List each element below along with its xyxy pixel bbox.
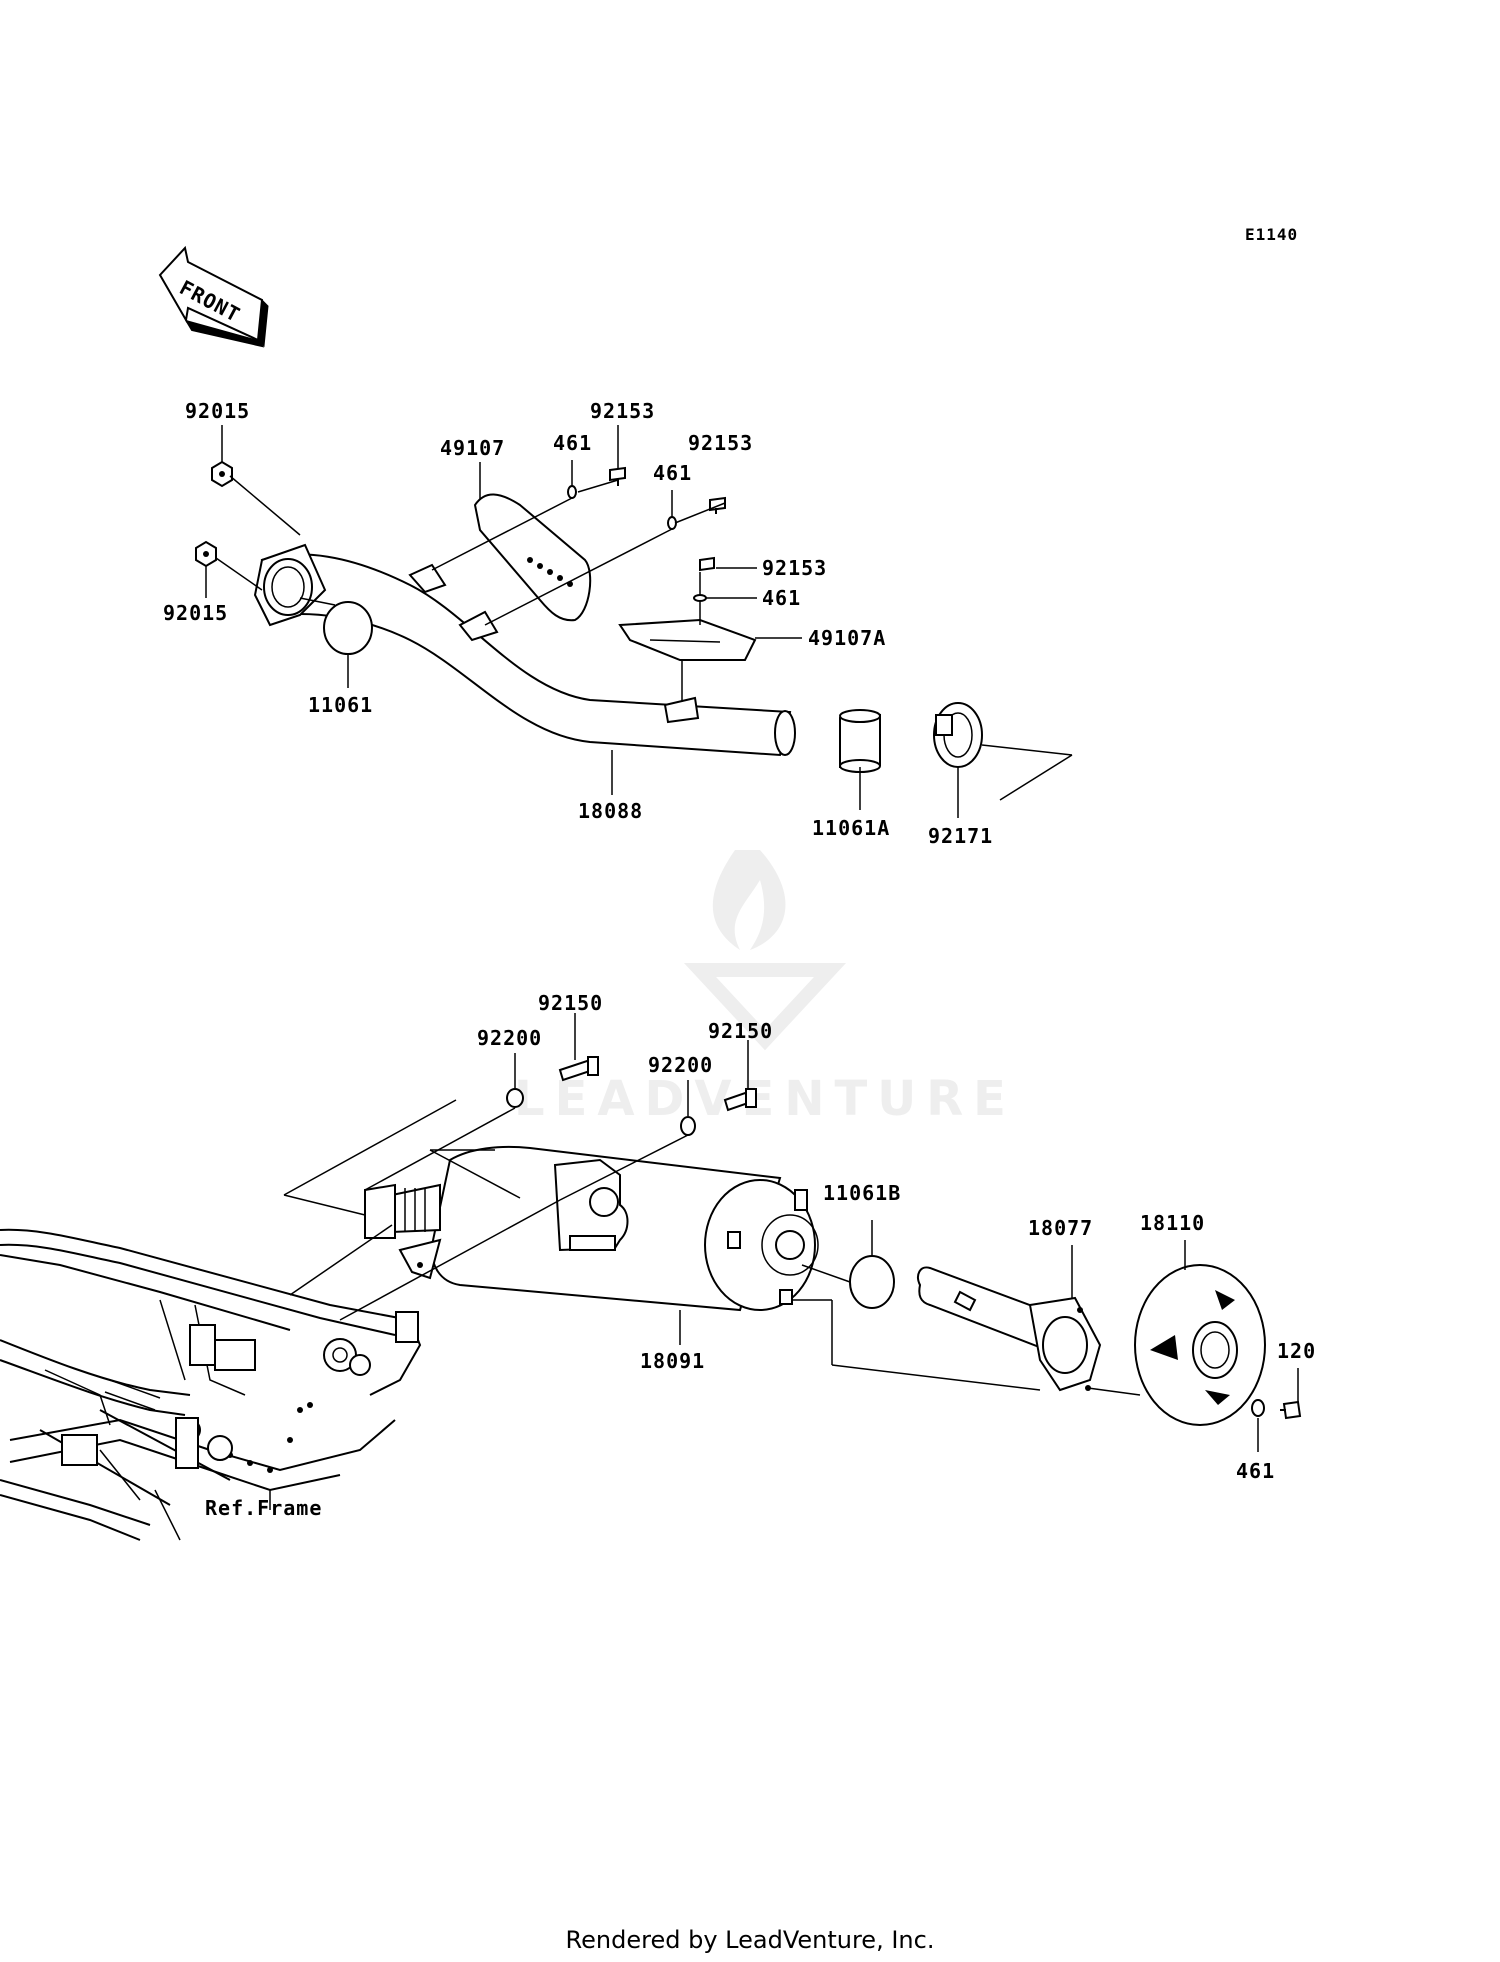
nut-92015-top: [211, 460, 233, 488]
label-49107: 49107: [440, 436, 505, 460]
bolt-92150-b: [723, 1088, 757, 1112]
gasket-11061B: [849, 1255, 895, 1309]
washer-461-a: [567, 485, 577, 499]
label-92150-a: 92150: [538, 991, 603, 1015]
gasket-11061A: [839, 709, 881, 773]
clamp-92171: [933, 702, 983, 768]
washer-92200-a: [506, 1088, 524, 1108]
label-18088: 18088: [578, 799, 643, 823]
label-18077: 18077: [1028, 1216, 1093, 1240]
washer-461-d: [1251, 1399, 1265, 1417]
bolt-92153-c: [699, 556, 715, 572]
front-direction-arrow: FRONT: [158, 245, 269, 348]
gasket-11061: [323, 601, 373, 655]
heat-guard-49107A: [618, 618, 757, 661]
bolt-120: [1280, 1400, 1302, 1420]
bolt-92153-a: [609, 466, 626, 486]
lower-leader-lines: [269, 1013, 1299, 1510]
footer-credit: Rendered by LeadVenture, Inc.: [566, 1926, 935, 1954]
label-92153-a: 92153: [590, 399, 655, 423]
label-11061B: 11061B: [823, 1181, 901, 1205]
label-92150-b: 92150: [708, 1019, 773, 1043]
leadventure-watermark: LEADVENTURE: [514, 850, 1016, 1127]
label-92171: 92171: [928, 824, 993, 848]
label-11061A: 11061A: [812, 816, 890, 840]
label-49107A: 49107A: [808, 626, 886, 650]
label-461-d: 461: [1236, 1459, 1275, 1483]
reference-frame: [0, 1228, 422, 1541]
label-92015-top: 92015: [185, 399, 250, 423]
label-92015-bottom: 92015: [163, 601, 228, 625]
label-18110: 18110: [1140, 1211, 1205, 1235]
label-ref-frame: Ref.Frame: [205, 1496, 322, 1520]
muffler-18091: [364, 1145, 819, 1312]
washer-92200-b: [680, 1116, 696, 1136]
diagram-code: E1140: [1245, 225, 1298, 244]
label-11061: 11061: [308, 693, 373, 717]
washer-461-b: [667, 516, 677, 530]
label-92200-b: 92200: [648, 1053, 713, 1077]
spark-arrester-18077: [917, 1266, 1102, 1392]
upper-leader-lines: [205, 425, 1073, 818]
end-cap-18110: [1134, 1264, 1266, 1426]
heat-guard-49107: [473, 493, 592, 622]
bolt-92150-a: [558, 1056, 599, 1082]
label-92153-b: 92153: [688, 431, 753, 455]
label-461-b: 461: [653, 461, 692, 485]
label-461-c: 461: [762, 586, 801, 610]
nut-92015-bottom: [195, 540, 217, 568]
label-18091: 18091: [640, 1349, 705, 1373]
label-92200-a: 92200: [477, 1026, 542, 1050]
label-461-a: 461: [553, 431, 592, 455]
exhaust-pipe-18088: [253, 543, 796, 757]
label-120: 120: [1277, 1339, 1316, 1363]
watermark-text: LEADVENTURE: [514, 1071, 1016, 1127]
label-92153-c: 92153: [762, 556, 827, 580]
